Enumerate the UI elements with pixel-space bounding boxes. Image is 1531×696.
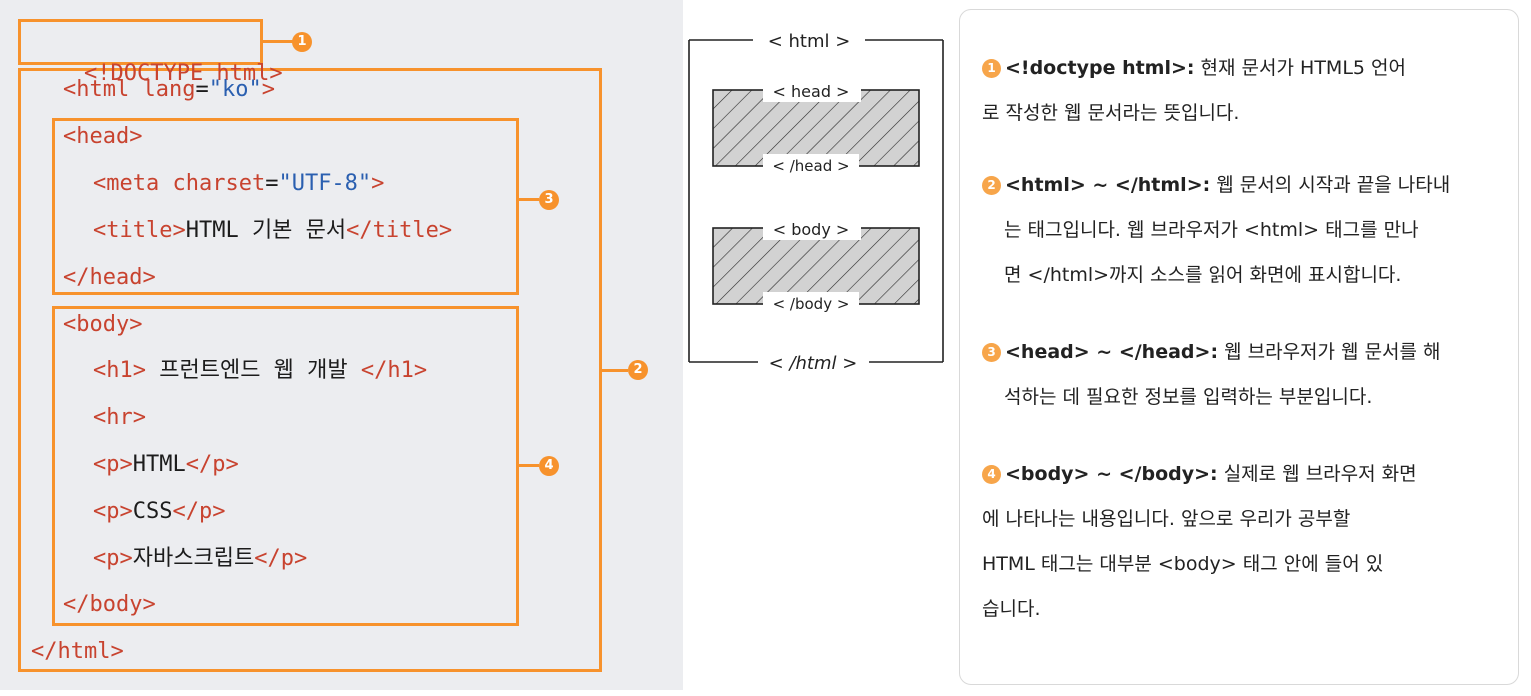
- note-badge-4: 4: [982, 465, 1001, 484]
- code-line-p-html: <p>HTML</p>: [93, 452, 239, 477]
- note-head: 3<head> ~ </head>: 웹 브라우저가 웹 문서를 해 석하는 데…: [982, 330, 1507, 420]
- doctype-box: [18, 19, 263, 65]
- code-line-html-close: </html>: [31, 639, 124, 664]
- code-line-p-js: <p>자바스크립트</p>: [93, 546, 308, 571]
- note-text: 웹 브라우저가 웹 문서를 해: [1218, 341, 1441, 363]
- badge-2: 2: [628, 360, 648, 380]
- code-line-body-open: <body>: [63, 312, 143, 337]
- head-open-label: < head >: [773, 82, 850, 101]
- doctype-connector: [263, 40, 301, 43]
- note-text: 에 나타나는 내용입니다. 앞으로 우리가 공부할: [982, 508, 1351, 530]
- code-line-title: <title>HTML 기본 문서</title>: [93, 218, 453, 243]
- note-html: 2<html> ~ </html>: 웹 문서의 시작과 끝을 나타내 는 태그…: [982, 163, 1507, 298]
- body-close-label: < /body >: [773, 295, 850, 313]
- note-badge-3: 3: [982, 343, 1001, 362]
- badge-4: 4: [539, 456, 559, 476]
- note-term: <html> ~ </html>:: [1005, 174, 1211, 196]
- note-text: 실제로 웹 브라우저 화면: [1217, 463, 1417, 485]
- note-badge-2: 2: [982, 176, 1001, 195]
- body-box: [52, 306, 519, 626]
- note-term: <body> ~ </body>:: [1005, 463, 1218, 485]
- structure-diagram-svg: < html > < /html > < head > < /head > < …: [688, 31, 944, 374]
- head-close-label: < /head >: [772, 157, 849, 175]
- body-block: [712, 218, 920, 314]
- badge-1: 1: [292, 32, 312, 52]
- head-connector: [519, 198, 539, 201]
- note-text: 웹 문서의 시작과 끝을 나타내: [1210, 174, 1451, 196]
- html-close-label: < /html >: [769, 353, 858, 374]
- body-connector: [519, 464, 539, 467]
- note-term: <!doctype html>:: [1005, 57, 1195, 79]
- code-line-h1: <h1> 프런트엔드 웹 개발 </h1>: [93, 358, 428, 383]
- head-block: [712, 80, 920, 176]
- head-box: [52, 118, 519, 295]
- note-text: 석하는 데 필요한 정보를 입력하는 부분입니다.: [1004, 386, 1373, 408]
- explanation-card: 1<!doctype html>: 현재 문서가 HTML5 언어 로 작성한 …: [959, 9, 1519, 685]
- note-text: 면 </html>까지 소스를 읽어 화면에 표시합니다.: [1004, 264, 1402, 286]
- code-panel: 1 2 3 4 <!DOCTYPE html> <html lang="ko">…: [0, 0, 683, 690]
- code-line-p-css: <p>CSS</p>: [93, 499, 226, 524]
- note-text: HTML 태그는 대부분 <body> 태그 안에 들어 있: [982, 553, 1384, 575]
- structure-diagram: < html > < /html > < head > < /head > < …: [683, 0, 953, 390]
- note-text: 현재 문서가 HTML5 언어: [1194, 57, 1406, 79]
- note-text: 는 태그입니다. 웹 브라우저가 <html> 태그를 만나: [1004, 219, 1419, 241]
- code-line-doctype: <!DOCTYPE html>: [83, 61, 283, 86]
- note-body: 4<body> ~ </body>: 실제로 웹 브라우저 화면 에 나타나는 …: [982, 452, 1507, 632]
- note-text: 로 작성한 웹 문서라는 뜻입니다.: [982, 102, 1240, 124]
- code-line-head-close: </head>: [63, 265, 156, 290]
- code-line-html-open: <html lang="ko">: [63, 77, 275, 102]
- note-term: <head> ~ </head>:: [1005, 341, 1219, 363]
- code-line-meta: <meta charset="UTF-8">: [93, 171, 385, 196]
- html-connector: [602, 369, 628, 372]
- badge-3: 3: [539, 190, 559, 210]
- note-doctype: 1<!doctype html>: 현재 문서가 HTML5 언어 로 작성한 …: [982, 46, 1507, 136]
- body-open-label: < body >: [773, 220, 850, 239]
- note-text: 습니다.: [982, 598, 1041, 620]
- code-line-head-open: <head>: [63, 124, 143, 149]
- html-box: [18, 68, 602, 672]
- note-badge-1: 1: [982, 59, 1001, 78]
- code-line-body-close: </body>: [63, 592, 156, 617]
- html-open-label: < html >: [768, 31, 851, 52]
- code-line-hr: <hr>: [93, 405, 146, 430]
- html-frame: [688, 39, 944, 363]
